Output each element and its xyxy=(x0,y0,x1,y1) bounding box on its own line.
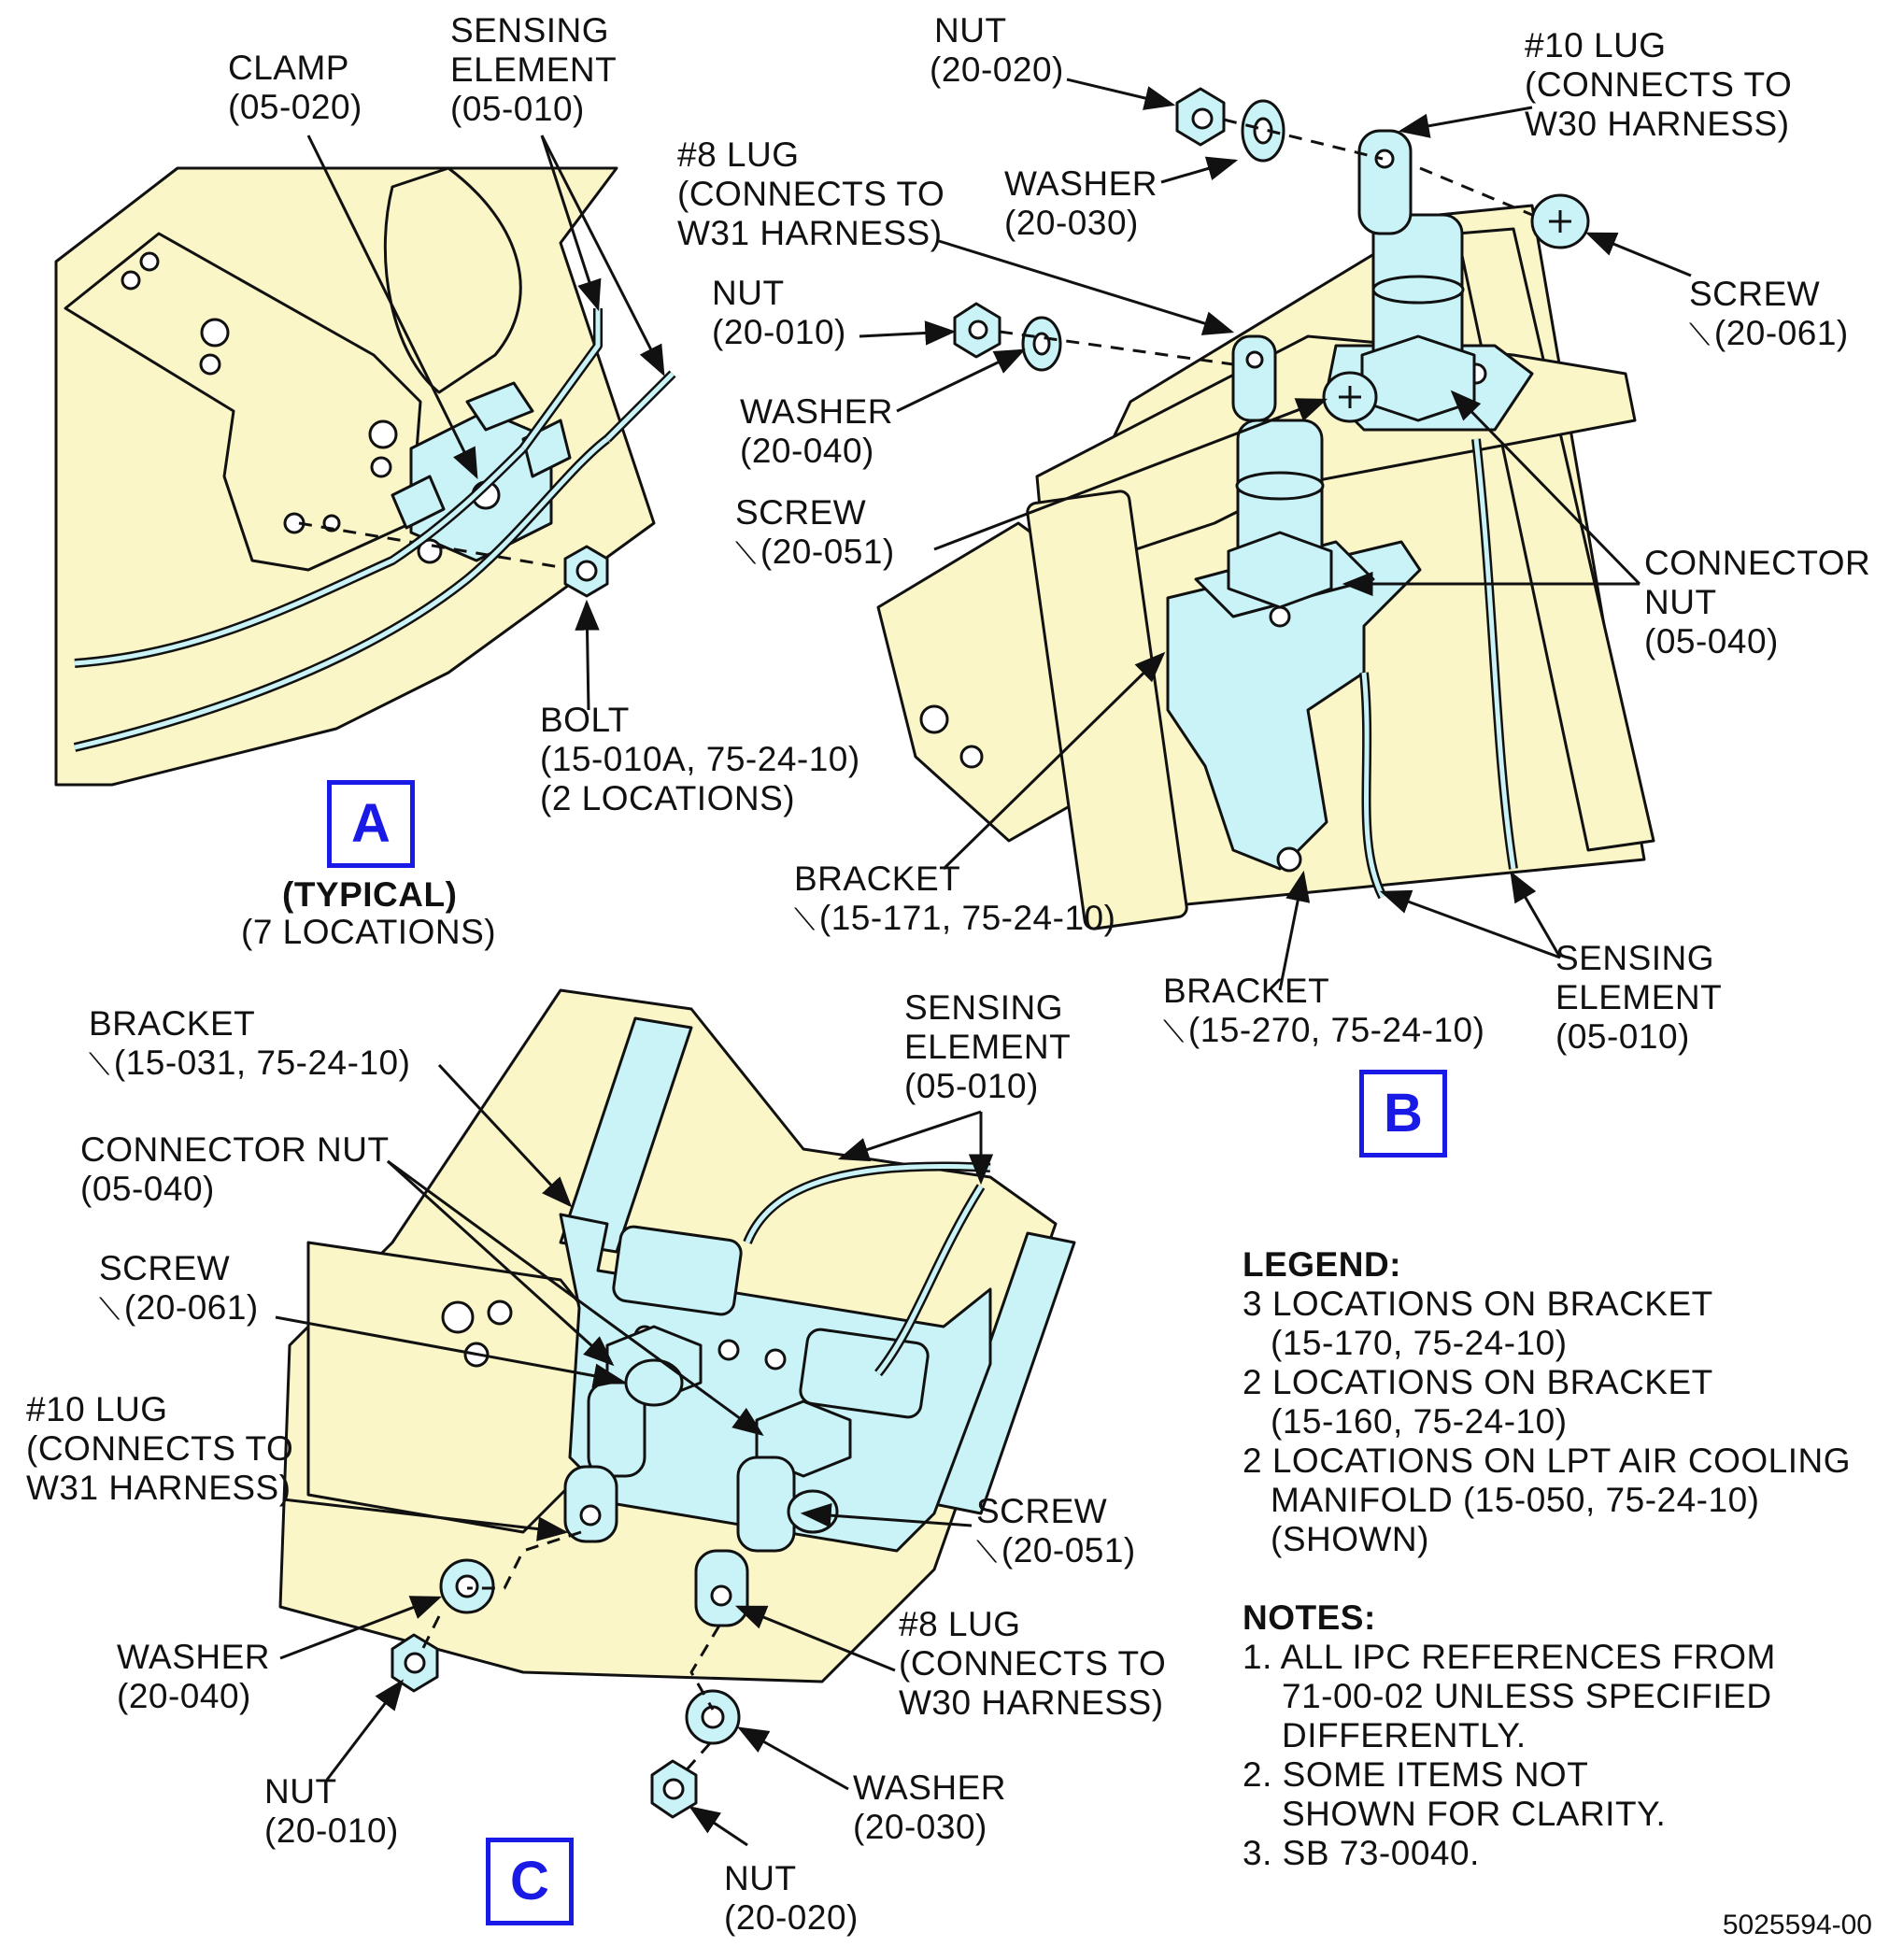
label-bracket-15-270: BRACKET (15-270, 75-24-10) xyxy=(1163,972,1484,1051)
legend-item: 2 LOCATIONS ON LPT AIR COOLING xyxy=(1243,1442,1852,1480)
legend-item-detail: (SHOWN) xyxy=(1271,1520,1429,1558)
note-item-detail: DIFFERENTLY. xyxy=(1282,1716,1527,1754)
label-sensing-element-a: SENSING ELEMENT (05-010) xyxy=(450,11,618,128)
view-b-nut-20-020 xyxy=(1175,87,1226,147)
view-c-drawing xyxy=(278,988,1076,1819)
view-a-bolt xyxy=(563,545,609,598)
view-b-post-left xyxy=(1227,334,1333,609)
view-a-subcaption: (7 LOCATIONS) xyxy=(241,913,497,951)
label-nut-20-020-c: NUT (20-020) xyxy=(724,1859,859,1937)
label-nut-20-010-b: NUT (20-010) xyxy=(712,274,846,351)
view-b-post-right xyxy=(1357,129,1476,422)
label-screw-20-061-b: SCREW (20-061) xyxy=(1689,275,1849,354)
view-c-flange xyxy=(306,1241,600,1534)
view-c-marker: C xyxy=(486,1838,574,1925)
label-lug10-b: #10 LUG (CONNECTS TO W30 HARNESS) xyxy=(1525,26,1793,143)
view-c-washer-20-030 xyxy=(685,1689,741,1745)
label-clamp: CLAMP (05-020) xyxy=(228,49,362,126)
legend-item-detail: (15-160, 75-24-10) xyxy=(1271,1402,1568,1441)
notes-title: NOTES: xyxy=(1243,1598,1376,1637)
label-screw-20-061-c: SCREW (20-061) xyxy=(99,1249,259,1328)
label-screw-20-051-c: SCREW (20-051) xyxy=(976,1492,1136,1571)
label-washer-20-030-c: WASHER (20-030) xyxy=(853,1768,1007,1846)
view-c-nut-20-010 xyxy=(391,1633,439,1693)
view-a-marker: A xyxy=(327,780,415,868)
label-lug8-c: #8 LUG (CONNECTS TO W30 HARNESS) xyxy=(899,1605,1167,1722)
note-item-detail: 71-00-02 UNLESS SPECIFIED xyxy=(1282,1677,1772,1715)
label-connector-nut-c: CONNECTOR NUT (05-040) xyxy=(80,1130,390,1208)
note-item: 2. SOME ITEMS NOT xyxy=(1243,1755,1589,1794)
note-item-detail: SHOWN FOR CLARITY. xyxy=(1282,1795,1667,1833)
label-screw-20-051-b: SCREW (20-051) xyxy=(735,493,895,573)
leader-lines xyxy=(275,78,1692,1847)
note-item: 1. ALL IPC REFERENCES FROM xyxy=(1243,1638,1776,1676)
label-lug10-c: #10 LUG (CONNECTS TO W31 HARNESS) xyxy=(26,1390,294,1507)
label-washer-20-040-c: WASHER (20-040) xyxy=(117,1638,271,1715)
view-b-washer-20-030 xyxy=(1241,99,1285,163)
view-b-marker: B xyxy=(1359,1070,1447,1158)
legend-item-detail: MANIFOLD (15-050, 75-24-10) xyxy=(1271,1481,1760,1519)
view-b-screw-20-061 xyxy=(1530,193,1590,249)
view-a-caption: (TYPICAL) xyxy=(282,875,458,914)
view-c-connector-left xyxy=(563,1325,703,1543)
label-connector-nut-b: CONNECTOR NUT (05-040) xyxy=(1644,544,1871,660)
view-a-duct xyxy=(383,166,522,394)
view-b-nut-20-010 xyxy=(953,302,1001,359)
note-item-3: 3. SB 73-0040. xyxy=(1243,1834,1480,1872)
label-bolt: BOLT (15-010A, 75-24-10) (2 LOCATIONS) xyxy=(540,701,860,817)
legend-item: 3 LOCATIONS ON BRACKET xyxy=(1243,1285,1713,1323)
label-nut-20-020-b: NUT (20-020) xyxy=(930,11,1064,89)
label-bracket-15-031: BRACKET (15-031, 75-24-10) xyxy=(89,1004,410,1084)
legend-block: LEGEND: 3 LOCATIONS ON BRACKET (15-170, … xyxy=(1243,1245,1851,1873)
view-b-washer-20-040 xyxy=(1021,316,1062,372)
document-id: 5025594-00 xyxy=(1722,1910,1872,1940)
view-b-drawing xyxy=(876,87,1655,930)
view-a-drawing xyxy=(54,166,676,787)
label-washer-20-030-b: WASHER (20-030) xyxy=(1004,164,1158,242)
label-bracket-15-171: BRACKET (15-171, 75-24-10) xyxy=(794,859,1115,939)
label-nut-20-010-c: NUT (20-010) xyxy=(264,1772,399,1850)
legend-title: LEGEND: xyxy=(1243,1245,1401,1284)
view-c-nut-20-020 xyxy=(650,1759,698,1819)
label-sensing-element-b: SENSING ELEMENT (05-010) xyxy=(1555,939,1723,1056)
label-sensing-element-c: SENSING ELEMENT (05-010) xyxy=(904,988,1072,1105)
label-lug8-b: #8 LUG (CONNECTS TO W31 HARNESS) xyxy=(677,135,945,252)
label-washer-20-040-b: WASHER (20-040) xyxy=(740,392,894,470)
view-a-bracket xyxy=(64,232,422,572)
view-b-screw-20-051 xyxy=(1322,371,1378,423)
legend-item-detail: (15-170, 75-24-10) xyxy=(1271,1324,1568,1362)
view-c-washer-20-040 xyxy=(439,1558,495,1614)
legend-item: 2 LOCATIONS ON BRACKET xyxy=(1243,1363,1713,1401)
